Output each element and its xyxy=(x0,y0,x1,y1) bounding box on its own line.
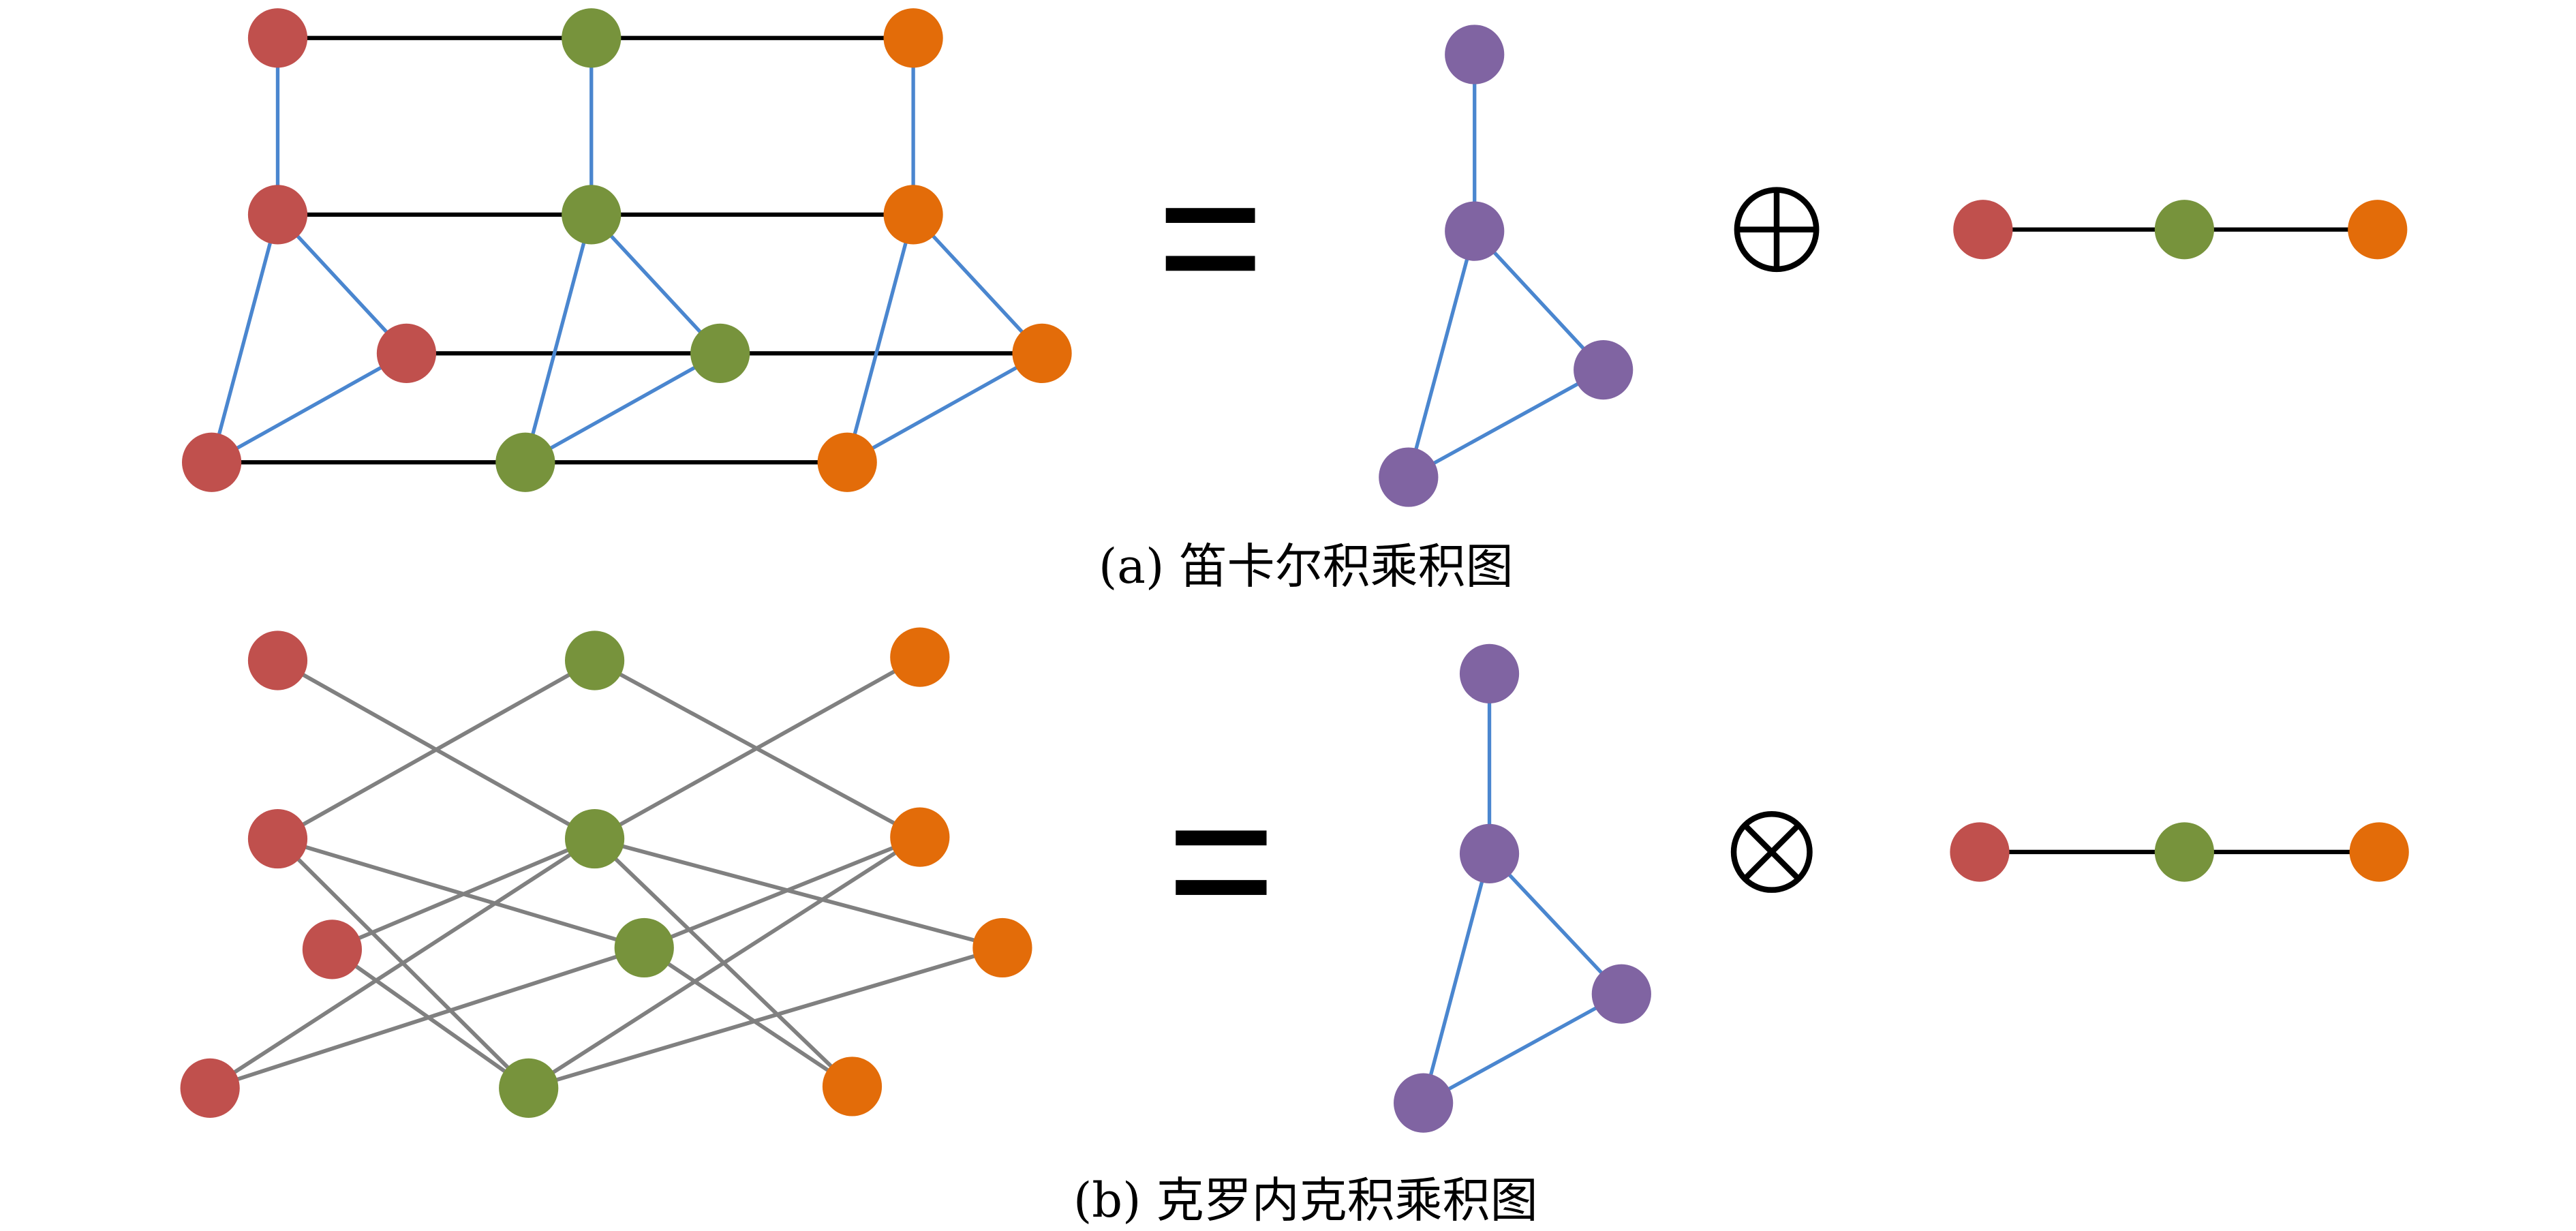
panel-a-result-node-O2 xyxy=(1012,323,1072,383)
panel-a-result-edge-G1-G3 xyxy=(523,214,594,463)
panel-b-factor1-node-P2 xyxy=(1591,964,1651,1024)
panel-b-result-node-O1 xyxy=(890,807,950,867)
panel-a-factor2-node-A xyxy=(1953,200,2013,260)
panel-a-result-node-R0 xyxy=(247,8,308,68)
panel-a-result-edge-O1-O2 xyxy=(912,213,1044,355)
panel-a-factor1-node-P3 xyxy=(1379,447,1439,507)
panel-b-result-edge-G2-R3 xyxy=(209,945,645,1091)
panel-b-factor2-node-C xyxy=(2349,822,2409,882)
panel-a-result-edge-R2-R3 xyxy=(211,352,408,464)
panel-a-result-node-R1 xyxy=(247,185,308,245)
panel-a-result-node-R3 xyxy=(181,432,242,492)
panel-b-result-edge-G1-O2 xyxy=(594,836,1003,950)
panel-b-result-edge-G1-R2 xyxy=(331,836,596,952)
panel-a-factor1-node-P0 xyxy=(1445,25,1505,85)
panel-a-factor2-node-B xyxy=(2154,200,2214,260)
panel-b-result-node-G1 xyxy=(564,808,625,869)
oplus-icon xyxy=(1734,187,1820,273)
equals-sign-a xyxy=(1165,208,1255,271)
panel-a-factor2-node-C xyxy=(2348,200,2408,260)
panel-b-factor1-node-P0 xyxy=(1459,643,1520,703)
equals-sign-b xyxy=(1176,830,1267,895)
panel-a-result-node-R2 xyxy=(376,323,437,383)
panel-a-factor1-edge-P1-P3 xyxy=(1407,230,1477,478)
panel-b-result-node-R1 xyxy=(247,808,308,869)
caption-b: (b) 克罗内克积乘积图 xyxy=(1073,1172,1538,1228)
panel-b-result-edge-O1-G2 xyxy=(643,835,921,950)
panel-a-result-edge-O2-O3 xyxy=(846,352,1043,464)
panel-b-factor1-node-P3 xyxy=(1394,1073,1454,1133)
panel-b-factor2-node-A xyxy=(1950,822,2010,882)
edges-layer xyxy=(209,35,2380,1105)
panel-a-result-edge-G1-G2 xyxy=(589,213,722,355)
panel-b-result-edge-G1-R3 xyxy=(209,837,596,1090)
panel-a-result-node-O3 xyxy=(817,432,877,492)
panel-a-factor1-node-P1 xyxy=(1445,201,1505,261)
panel-a-factor1-edge-P2-P3 xyxy=(1407,368,1604,479)
panel-a-result-edge-R1-R3 xyxy=(210,214,280,463)
panel-b-result-node-G3 xyxy=(499,1058,559,1118)
panel-b-result-node-R3 xyxy=(180,1058,240,1118)
panel-b-result-edge-G0-R1 xyxy=(277,658,596,841)
panel-b-result-edge-O0-G1 xyxy=(594,655,921,841)
panel-b-result-node-R2 xyxy=(302,920,363,979)
panel-b-factor1-edge-P1-P2 xyxy=(1488,852,1623,996)
panel-a-result-node-G0 xyxy=(562,8,622,68)
panel-b-result-node-R0 xyxy=(247,630,308,690)
panel-a-result-node-G3 xyxy=(495,432,555,492)
panel-a-result-node-O0 xyxy=(883,8,943,68)
panel-a-result-edge-O1-O3 xyxy=(845,214,915,463)
panel-b-result-node-G0 xyxy=(564,630,625,690)
panel-b-factor2-node-B xyxy=(2154,822,2214,882)
panel-b-result-node-O2 xyxy=(972,917,1032,978)
panel-b-result-node-G2 xyxy=(614,917,674,978)
panel-b-result-node-O3 xyxy=(822,1057,883,1116)
panel-b-factor1-edge-P2-P3 xyxy=(1422,992,1623,1105)
panel-a-factor1-node-P2 xyxy=(1574,340,1634,400)
panel-a-result-node-G2 xyxy=(690,323,750,383)
panel-a-factor1-edge-P1-P2 xyxy=(1473,230,1605,371)
panel-b-result-edge-O1-G3 xyxy=(527,835,921,1090)
panel-b-factor1-node-P1 xyxy=(1459,823,1520,883)
panel-a-result-node-G1 xyxy=(562,185,622,245)
panel-b-factor1-edge-P1-P3 xyxy=(1422,853,1492,1104)
nodes-layer xyxy=(180,8,2409,1133)
otimes-icon xyxy=(1730,811,1813,893)
panel-b-result-node-O0 xyxy=(890,627,950,687)
panel-b-result-edge-G2-O3 xyxy=(643,946,854,1089)
panel-a-result-edge-R1-R2 xyxy=(276,213,408,355)
caption-a: (a) 笛卡尔积乘积图 xyxy=(1099,538,1514,594)
panel-a-result-node-O1 xyxy=(883,185,943,245)
panel-b-result-edge-O2-G3 xyxy=(527,945,1003,1091)
panel-a-result-edge-G2-G3 xyxy=(524,352,721,464)
